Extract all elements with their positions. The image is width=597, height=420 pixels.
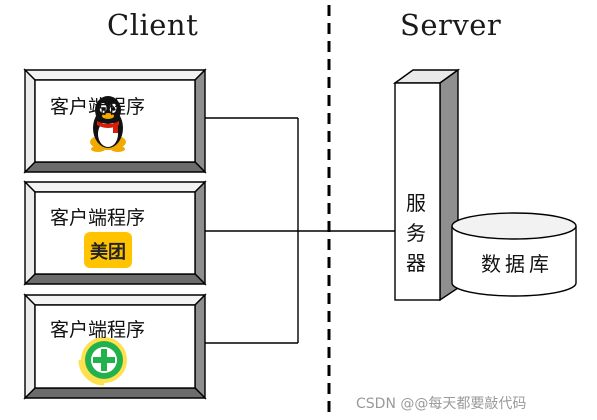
- network-connectors: [205, 117, 452, 344]
- server-heading: Server: [400, 8, 502, 42]
- client-box-2: [23, 180, 207, 286]
- server-label-char: 器: [406, 251, 426, 275]
- database-label: 数据库: [481, 252, 553, 276]
- database-cylinder: [451, 212, 577, 297]
- server-label: 服 务 器: [403, 188, 429, 278]
- meituan-logo-text: 美团: [90, 242, 126, 263]
- client-label-3: 客户端程序: [50, 319, 146, 341]
- server-label-char: 务: [406, 221, 426, 245]
- client-heading: Client: [107, 8, 199, 42]
- server-label-char: 服: [406, 191, 426, 215]
- client-label-2: 客户端程序: [50, 207, 146, 229]
- client-label-1: 客户端程序: [50, 96, 146, 118]
- qq-penguin-icon: [90, 96, 126, 152]
- server-tower: [392, 68, 461, 302]
- meituan-logo: [84, 232, 132, 268]
- 360-plus-icon: [78, 337, 127, 386]
- watermark: CSDN @@每天都要敲代码: [356, 396, 527, 412]
